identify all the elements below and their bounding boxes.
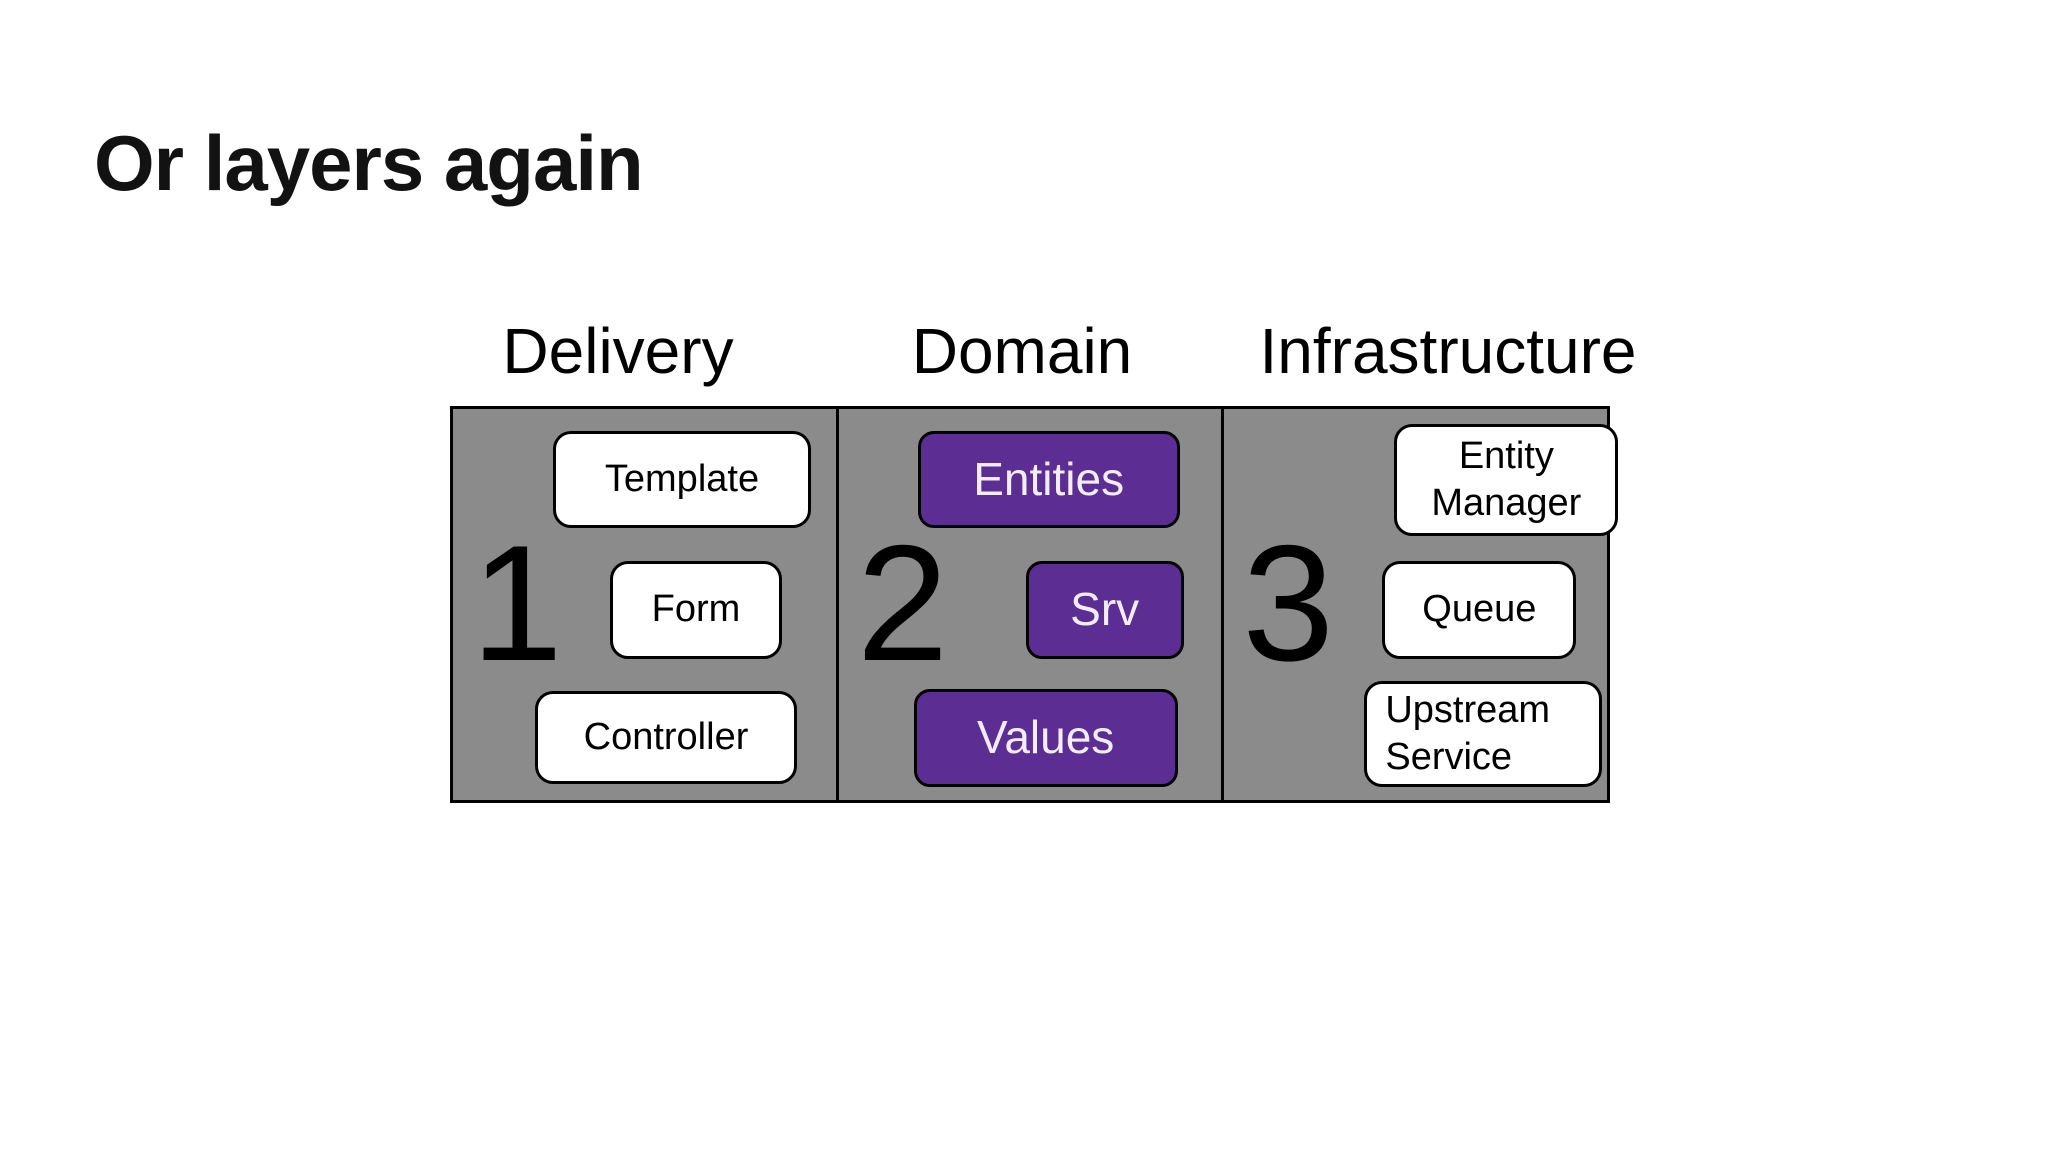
column-header-infrastructure: Infrastructure [1259, 315, 1637, 387]
box-srv: Srv [1025, 561, 1184, 659]
box-entities: Entities [917, 431, 1180, 528]
box-controller: Controller [535, 691, 797, 784]
slide-title: Or layers again [94, 119, 644, 207]
panel-domain: 2 Entities Srv Values [835, 409, 1222, 800]
layer-number-2: 2 [856, 511, 949, 695]
box-template: Template [553, 431, 811, 528]
box-form: Form [610, 561, 782, 659]
box-queue: Queue [1382, 561, 1577, 659]
column-header-delivery: Delivery [502, 315, 734, 387]
layers-diagram: 1 Template Form Controller 2 Entities Sr… [450, 406, 1619, 803]
column-header-domain: Domain [911, 315, 1133, 387]
box-upstream-service: Upstream Service [1364, 681, 1603, 787]
box-entity-manager: Entity Manager [1394, 424, 1619, 536]
panel-delivery: 1 Template Form Controller [453, 409, 836, 800]
box-values: Values [913, 689, 1178, 787]
layer-number-3: 3 [1242, 511, 1335, 695]
panel-infrastructure: 3 Entity Manager Queue Upstream Service [1221, 409, 1619, 800]
layer-number-1: 1 [471, 511, 563, 695]
